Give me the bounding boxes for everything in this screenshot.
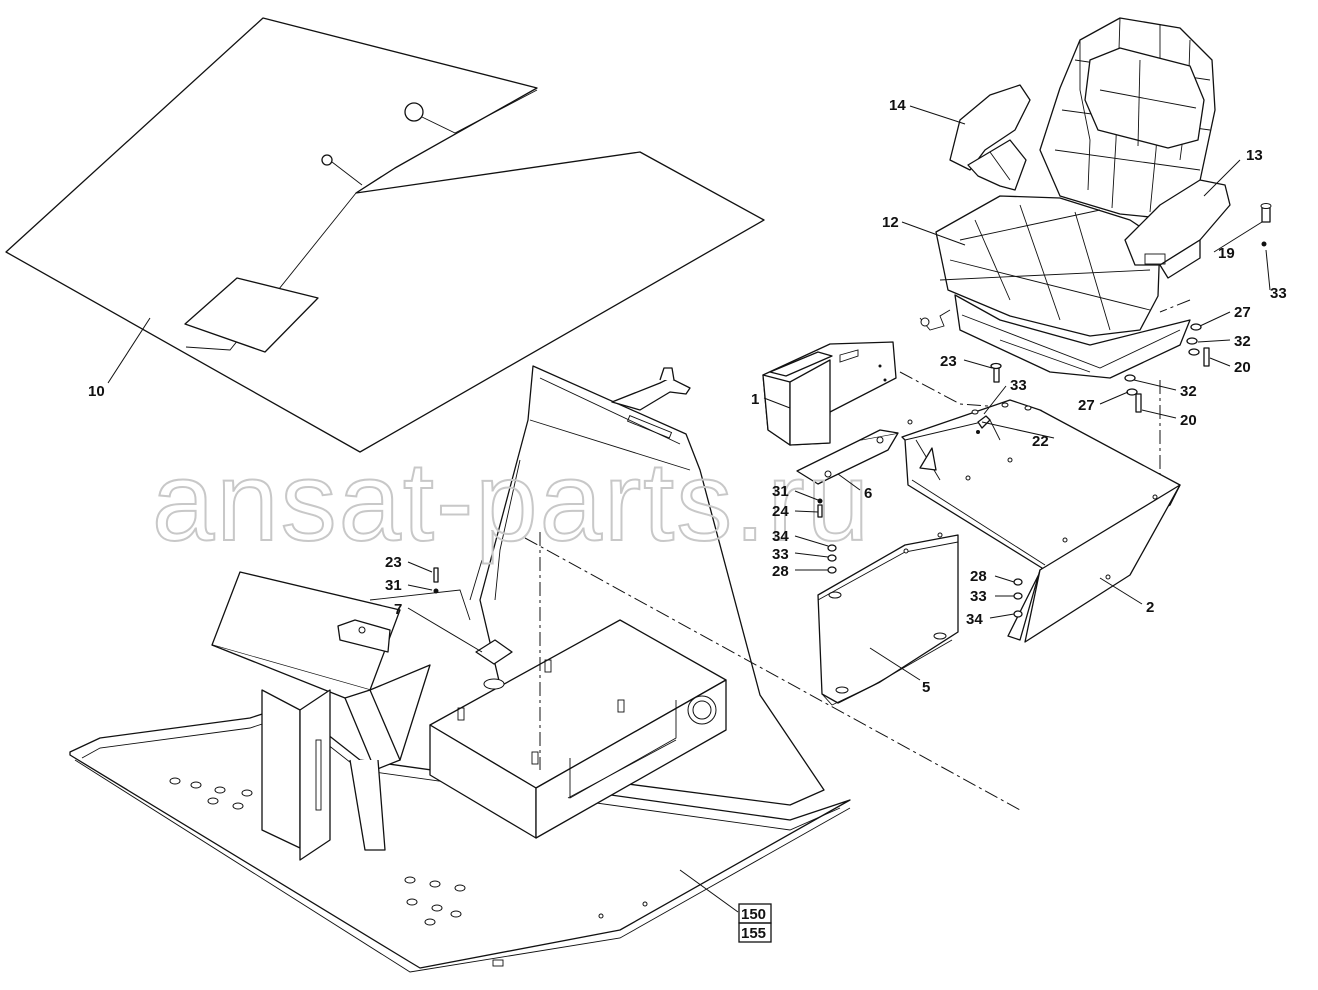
- bracket-6: [796, 429, 899, 485]
- callout-23-left: 23: [385, 554, 402, 571]
- callout-1: 1: [751, 391, 759, 408]
- armrest-box-1: [762, 341, 897, 446]
- callout-19: 19: [1218, 245, 1235, 262]
- centerline-right-top: [1159, 299, 1191, 313]
- callout-34-left: 34: [772, 528, 789, 545]
- callout-28-right: 28: [970, 568, 987, 585]
- watermark-text: ansat-parts.ru: [152, 439, 871, 564]
- leader-lines: [107, 105, 1271, 913]
- callout-32-top: 32: [1234, 333, 1251, 350]
- callout-27-top: 27: [1234, 304, 1251, 321]
- callout-12: 12: [882, 214, 899, 231]
- callout-20-bottom: 20: [1180, 412, 1197, 429]
- callout-23-right: 23: [940, 353, 957, 370]
- callout-33-right: 33: [970, 588, 987, 605]
- callout-22: 22: [1032, 433, 1049, 450]
- callout-34-right: 34: [966, 611, 983, 628]
- callout-10: 10: [88, 383, 105, 400]
- callout-13: 13: [1246, 147, 1263, 164]
- callout-33-top: 33: [1270, 285, 1287, 302]
- callout-5: 5: [922, 679, 930, 696]
- callout-14: 14: [889, 97, 906, 114]
- callout-28-left: 28: [772, 563, 789, 580]
- bracket-plate-7: [475, 639, 513, 665]
- steering-console: [211, 571, 471, 861]
- operator-seat: [919, 17, 1231, 379]
- callout-20-top: 20: [1234, 359, 1251, 376]
- callout-2: 2: [1146, 599, 1154, 616]
- callout-150: 150: [741, 906, 766, 923]
- fasteners-middle: [817, 430, 1023, 618]
- callout-27-bottom: 27: [1078, 397, 1095, 414]
- bolt-23-left: [433, 567, 439, 594]
- callout-31-right: 31: [772, 483, 789, 500]
- callout-31-left: 31: [385, 577, 402, 594]
- ref-box-155: [738, 922, 772, 943]
- callout-32-bottom: 32: [1180, 383, 1197, 400]
- centerline-diagonal: [524, 537, 1021, 811]
- callout-6: 6: [864, 485, 872, 502]
- bracket-5: [817, 532, 959, 706]
- floor-mat: [5, 17, 765, 453]
- seat-base-2: [901, 399, 1181, 643]
- callout-33-mid: 33: [1010, 377, 1027, 394]
- battery-box: [429, 619, 727, 839]
- callout-24: 24: [772, 503, 789, 520]
- callout-labels: 10 14 13 12 19 33 27 32 20 32 27 20 22 2…: [88, 97, 1287, 943]
- callout-7: 7: [394, 601, 402, 618]
- centerline-upper: [899, 371, 1043, 411]
- callout-155: 155: [741, 925, 766, 942]
- callout-33-left: 33: [772, 546, 789, 563]
